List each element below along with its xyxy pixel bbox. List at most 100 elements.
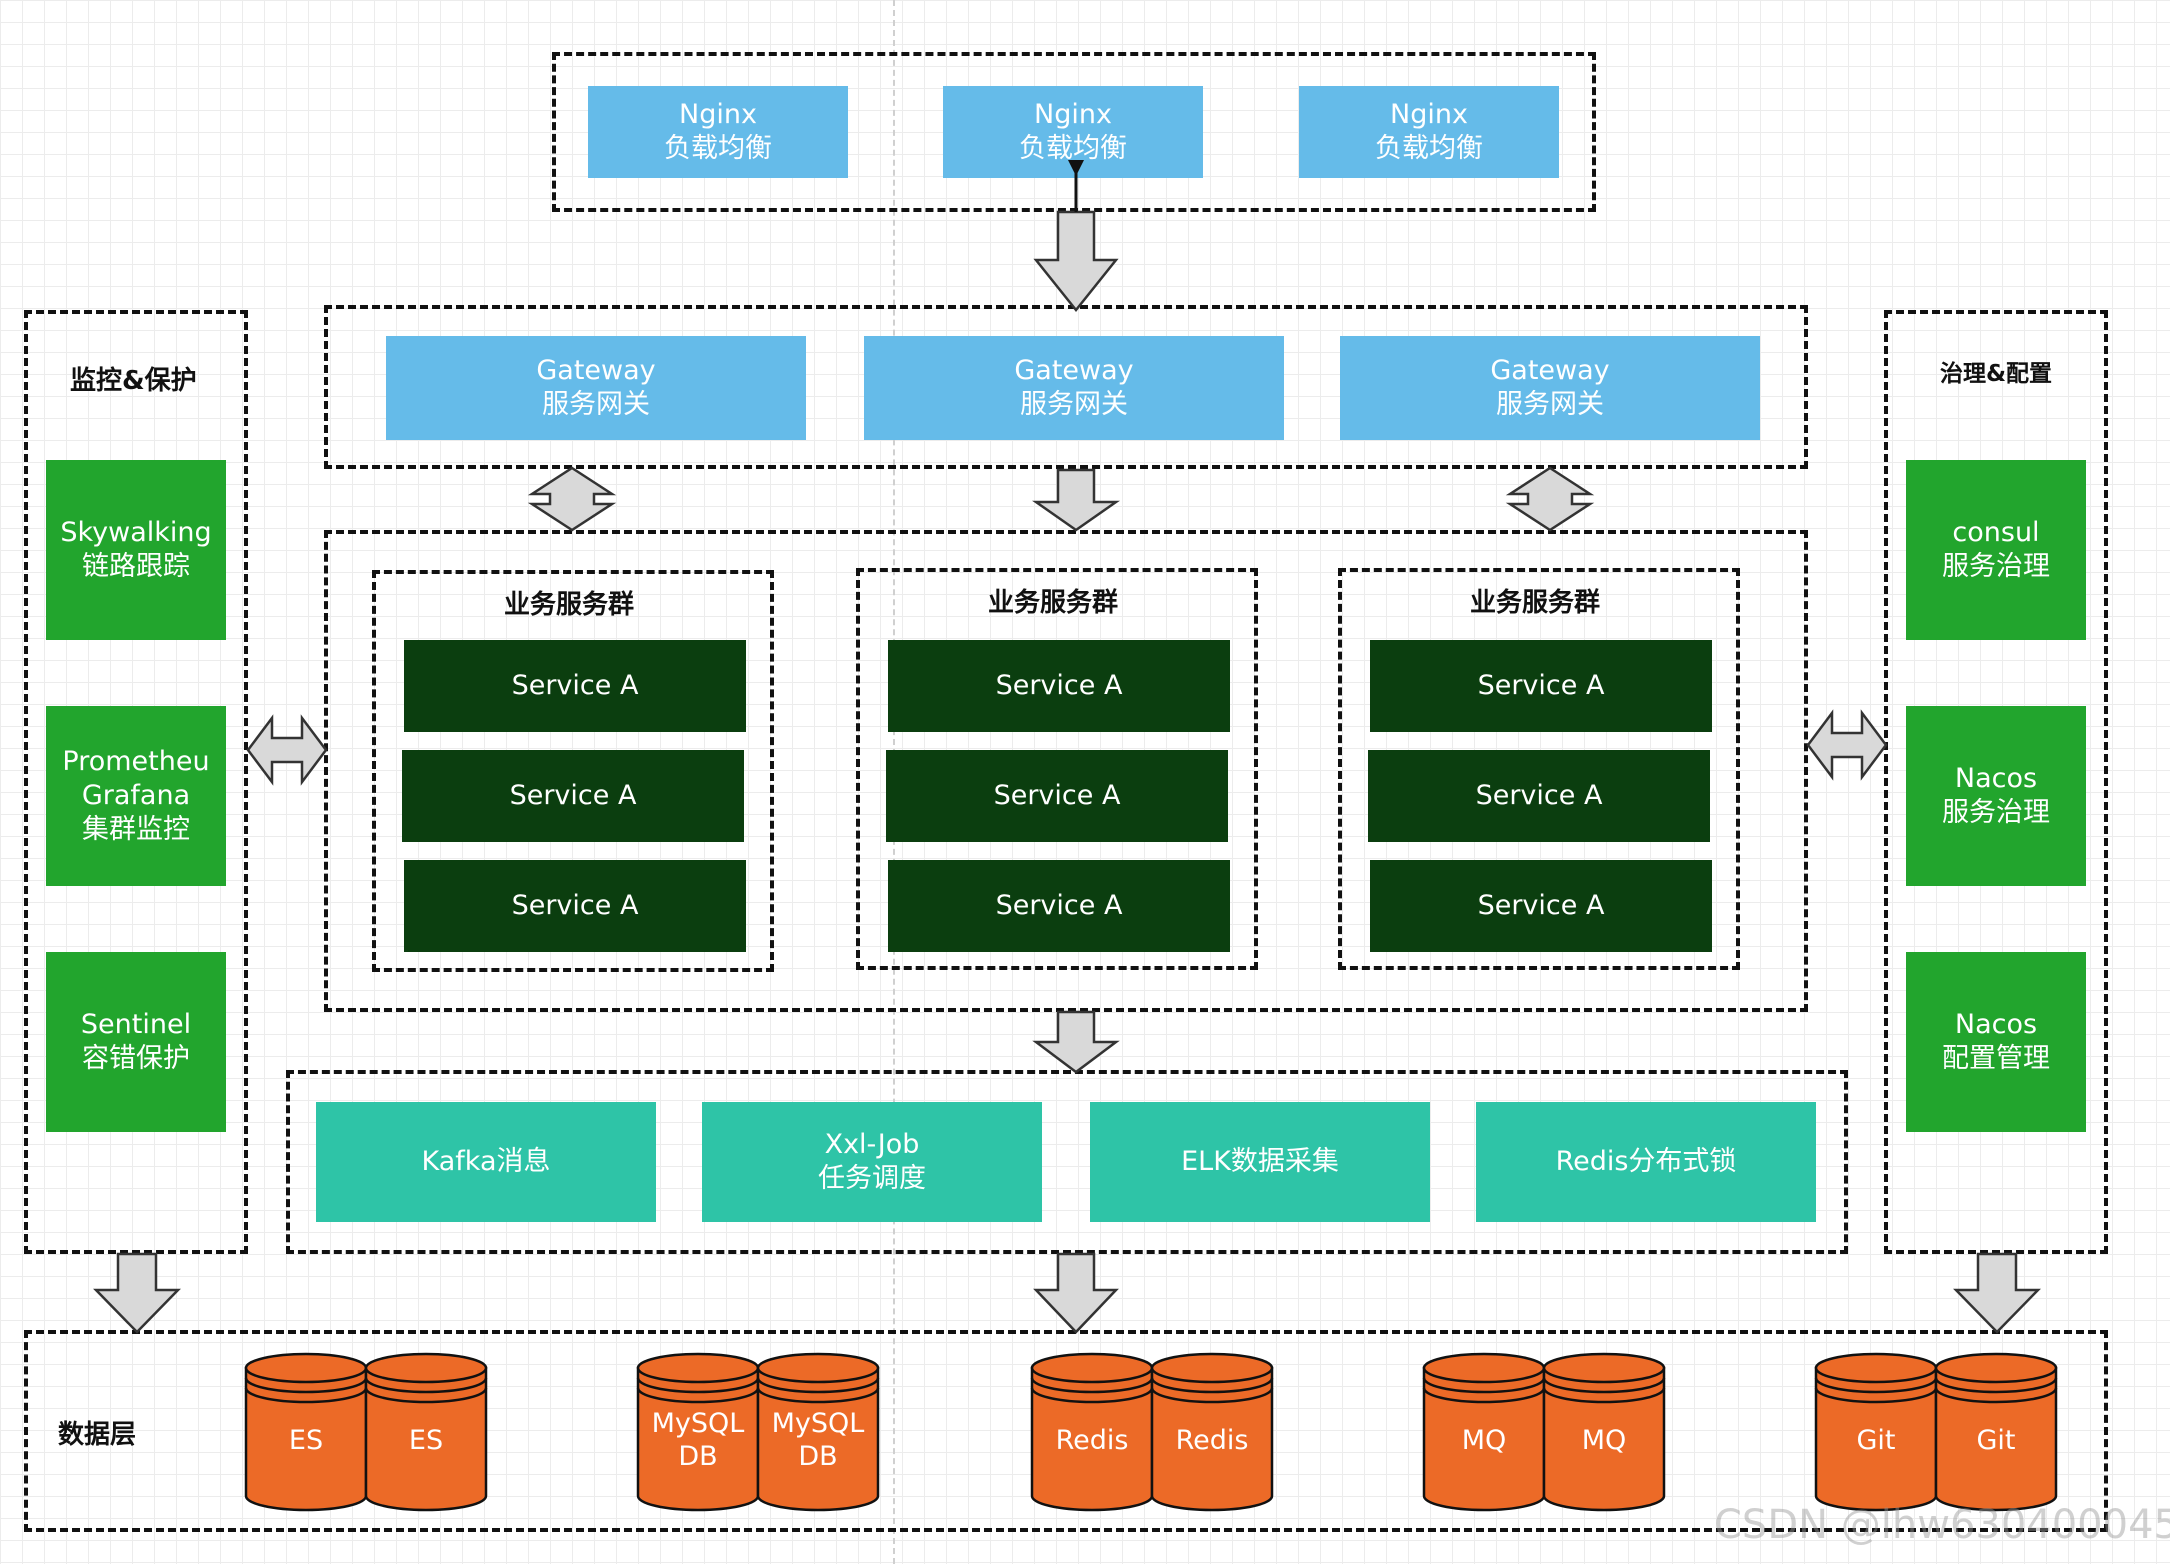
datastore-cylinders	[244, 1352, 2058, 1512]
gateway-3-desc: 服务网关	[1496, 389, 1604, 420]
service-label: Service A	[1477, 670, 1605, 701]
nginx-layer-container	[552, 52, 1596, 212]
gateway-box-1: Gateway 服务网关	[386, 336, 806, 440]
middleware-layer-container	[286, 1070, 1848, 1254]
governance-consul: consul 服务治理	[1906, 460, 2086, 640]
arrow-updown-icon	[527, 466, 617, 532]
middleware-xxljob-name: Xxl-Job	[824, 1129, 920, 1160]
datastore-label: MQ	[1461, 1424, 1507, 1456]
governance-nacos-config: Nacos 配置管理	[1906, 952, 2086, 1132]
gateway-2-name: Gateway	[1014, 355, 1134, 386]
governance-consul-name: consul	[1952, 517, 2040, 548]
monitor-skywalking: Skywalking 链路跟踪	[46, 460, 226, 640]
datastore-label-git-2: Git	[1936, 1390, 2056, 1490]
datastore-label-es-2: ES	[366, 1390, 486, 1490]
database-cylinder-icon	[636, 1352, 760, 1512]
database-cylinder-icon	[1030, 1352, 1154, 1512]
governance-nacos-config-name: Nacos	[1954, 1009, 2038, 1040]
service-cluster-3-title: 业务服务群	[1470, 588, 1601, 618]
arrow-down-icon	[1033, 1252, 1119, 1334]
datastore-label: DB	[678, 1441, 718, 1472]
middleware-kafka-label: Kafka消息	[421, 1146, 551, 1177]
data-layer-container	[24, 1330, 2108, 1532]
monitor-prometheus-name: Prometheu	[62, 746, 210, 777]
governance-nacos-discovery: Nacos 服务治理	[1906, 706, 2086, 886]
middleware-kafka: Kafka消息	[316, 1102, 656, 1222]
middleware-redis-lock: Redis分布式锁	[1476, 1102, 1816, 1222]
datastore-label: ES	[288, 1424, 324, 1456]
middleware-xxljob-desc: 任务调度	[818, 1163, 926, 1194]
service-label: Service A	[509, 780, 637, 811]
service-box-1-1: Service A	[404, 640, 746, 732]
monitor-grafana-name: Grafana	[81, 780, 191, 811]
service-cluster-2-title: 业务服务群	[988, 588, 1119, 618]
service-box-2-3: Service A	[888, 860, 1230, 952]
database-cylinder-icon	[1814, 1352, 1938, 1512]
service-cluster-1-title: 业务服务群	[504, 590, 635, 620]
arrow-down-icon	[1032, 1010, 1120, 1074]
nginx-2-name: Nginx	[1034, 99, 1112, 130]
service-cluster-3	[1338, 568, 1740, 970]
governance-nacos-discovery-name: Nacos	[1954, 763, 2038, 794]
governance-panel-title: 治理&配置	[1940, 361, 2053, 387]
service-label: Service A	[995, 890, 1123, 921]
middleware-redis-lock-label: Redis分布式锁	[1555, 1146, 1737, 1177]
service-label: Service A	[511, 670, 639, 701]
service-label: Service A	[1475, 780, 1603, 811]
monitor-panel-container	[24, 310, 248, 1254]
database-cylinder-icon	[1422, 1352, 1546, 1512]
service-label: Service A	[995, 670, 1123, 701]
monitor-prometheus-desc: 集群监控	[82, 814, 190, 845]
datastore-label: ES	[408, 1424, 444, 1456]
datastore-label: MySQL	[651, 1408, 745, 1439]
service-label: Service A	[511, 890, 639, 921]
nginx-3-name: Nginx	[1390, 99, 1468, 130]
service-box-3-2: Service A	[1368, 750, 1710, 842]
arrow-down-icon	[1032, 468, 1120, 532]
datastore-label-mq-2: MQ	[1544, 1390, 1664, 1490]
datastore-label: DB	[798, 1441, 838, 1472]
business-layer-container	[324, 530, 1808, 1012]
service-label: Service A	[1477, 890, 1605, 921]
gateway-3-name: Gateway	[1490, 355, 1610, 386]
service-cluster-2	[856, 568, 1258, 970]
service-cluster-1	[372, 570, 774, 972]
data-layer-title: 数据层	[58, 1420, 137, 1450]
datastore-label-git-1: Git	[1816, 1390, 1936, 1490]
governance-panel-container	[1884, 310, 2108, 1254]
datastore-label-redis-1: Redis	[1032, 1390, 1152, 1490]
datastore-label: Redis	[1055, 1424, 1129, 1456]
gateway-box-3: Gateway 服务网关	[1340, 336, 1760, 440]
watermark: CSDN @lhw630400045	[1714, 1502, 2170, 1548]
nginx-3-desc: 负载均衡	[1375, 133, 1483, 164]
service-label: Service A	[993, 780, 1121, 811]
gateway-1-name: Gateway	[536, 355, 656, 386]
governance-nacos-config-desc: 配置管理	[1942, 1043, 2050, 1074]
datastore-label: Git	[1856, 1424, 1896, 1456]
monitor-sentinel: Sentinel 容错保护	[46, 952, 226, 1132]
database-cylinder-icon	[756, 1352, 880, 1512]
nginx-box-3: Nginx 负载均衡	[1299, 86, 1559, 178]
datastore-label: MQ	[1581, 1424, 1627, 1456]
arrow-leftright-icon	[1806, 709, 1888, 781]
service-box-1-2: Service A	[402, 750, 744, 842]
arrow-updown-icon	[1505, 466, 1595, 532]
service-box-1-3: Service A	[404, 860, 746, 952]
database-cylinder-icon	[1542, 1352, 1666, 1512]
datastore-label-es-1: ES	[246, 1390, 366, 1490]
datastore-label: Redis	[1175, 1424, 1249, 1456]
nginx-1-desc: 负载均衡	[664, 133, 772, 164]
nginx-2-desc: 负载均衡	[1019, 133, 1127, 164]
connector-arrowhead-icon	[1068, 160, 1084, 176]
gateway-box-2: Gateway 服务网关	[864, 336, 1284, 440]
datastore-label: MySQL	[771, 1408, 865, 1439]
database-cylinder-icon	[244, 1352, 368, 1512]
database-cylinder-icon	[1934, 1352, 2058, 1512]
service-box-2-1: Service A	[888, 640, 1230, 732]
gateway-layer-container	[324, 305, 1808, 469]
arrow-down-icon	[1033, 210, 1119, 313]
service-box-3-3: Service A	[1370, 860, 1712, 952]
